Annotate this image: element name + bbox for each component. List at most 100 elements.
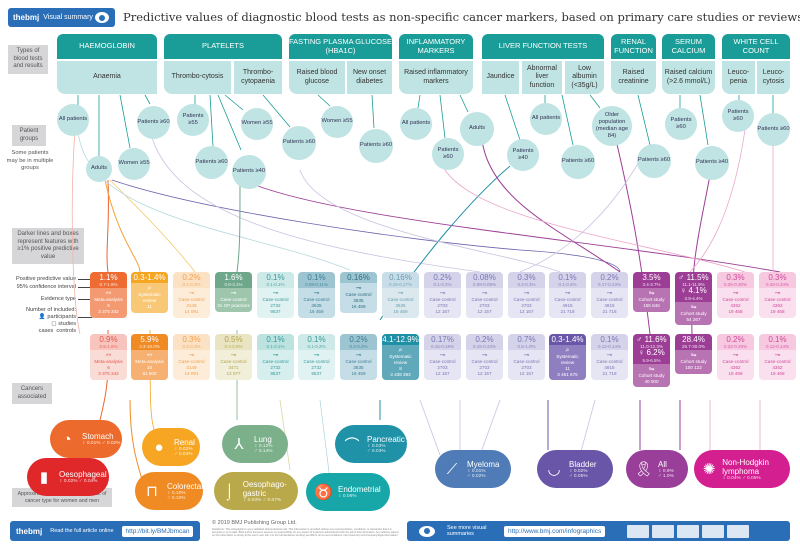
systematic-review-icon: ⌕ <box>147 285 152 293</box>
controls-count: 19 468 <box>770 370 785 376</box>
confidence-interval: 0.17-0.23% <box>597 282 622 288</box>
studies-count: 8 <box>399 365 402 371</box>
controls-count: 16 459 <box>309 308 324 314</box>
confidence-interval: 3.9-4.4% <box>684 295 703 301</box>
studies-count: 6 <box>107 365 110 371</box>
arrow-line <box>217 94 242 151</box>
ppv-value: 3.5% <box>642 273 661 282</box>
cancer-myeloma: ⟋ Myeloma♀ 0.01%♂ 0.02% <box>435 450 511 488</box>
group-older-population: Older population (median age 84) <box>592 106 632 146</box>
ppv-header: 1.6%0.8-3.1% <box>215 272 252 289</box>
result-raised-calcium: Raised calcium (>2.6 mmol/L) <box>662 61 715 94</box>
infographic-thumbnails[interactable] <box>627 524 750 538</box>
ppv-header: 0.3%0.26-0.34% <box>759 272 796 289</box>
result-low-albumin: Low albumin (<35g/L) <box>565 61 604 94</box>
result-raised-inflammatory: Raised inflammatory markers <box>399 61 473 94</box>
controls-count: 12 157 <box>477 370 492 376</box>
flow-line <box>419 399 441 456</box>
ppv-value: 1.1% <box>99 273 118 282</box>
ppv-header: 28.4%26.7-30.0% <box>675 334 712 351</box>
legend-cases-controls: cases controls <box>38 328 76 334</box>
controls-count: 21 718 <box>602 308 617 314</box>
ppv-value: 0.16% <box>389 273 412 282</box>
ribbon-icon: 🎗 <box>634 461 654 478</box>
arrow-line <box>417 94 421 109</box>
group-patients-60: Patients ≥60 <box>432 138 464 170</box>
ppv-header: 0.9%0.5-1.6% <box>90 334 127 351</box>
evidence-type: Case-control <box>554 297 581 303</box>
legend-studies: ▢ studies <box>51 321 76 327</box>
case-control-icon: ⊸ <box>355 352 362 360</box>
group-women-55: Women ≥55 <box>321 106 353 138</box>
confidence-interval: 3.3-10.0% <box>139 344 160 350</box>
cases-count: 3635 <box>311 303 322 309</box>
confidence-interval: 0.5-1.6% <box>99 344 118 350</box>
controls-count: 13 077 <box>226 370 241 376</box>
disclaimer: Disclaimer: This infographic is not a va… <box>212 528 399 538</box>
evidence-type: Case-control <box>429 359 456 365</box>
ppv-value: 0.2% <box>475 335 494 344</box>
controls-count: 14 091 <box>184 308 199 314</box>
ppv-header: ♂ 11.6%11.0-12.3%♀ 6.2%5.9-6.5% <box>633 334 670 364</box>
confidence-interval: 0.16-0.19% <box>430 344 455 350</box>
evidence-type: Systematic review <box>389 354 412 366</box>
participants-count: 100 122 <box>685 365 702 371</box>
ppv-header: 0.2%0.17-0.23% <box>591 272 628 289</box>
group-patients-60: Patients ≥60 <box>137 106 170 139</box>
result-leucopenia: Leuco-penia <box>722 61 755 94</box>
copyright: © 2019 BMJ Publishing Group Ltd. <box>212 520 297 526</box>
cases-count: 3471 <box>228 365 239 371</box>
cohort-study-icon: ⇋ <box>648 365 655 373</box>
legend-line <box>78 279 92 280</box>
cases-count: 2732 <box>311 365 322 371</box>
group-patients-40: Patients ≥40 <box>232 155 266 189</box>
evidence-type: Case-control <box>262 359 289 365</box>
case-control-icon: ⊸ <box>188 290 195 298</box>
ppv-header: 0.1%0.1-0.2% <box>298 334 335 351</box>
evidence-type: Case-control <box>596 359 623 365</box>
evidence-type: Case-control <box>303 297 330 303</box>
infographics-link[interactable]: http://www.bmj.com/infographics <box>504 525 606 537</box>
cases-count: 2703 <box>521 365 532 371</box>
group-women-55: Women ≥55 <box>118 148 150 180</box>
ppv-value: 0.2% <box>726 335 745 344</box>
result-abnormal-liver: Abnormal liver function <box>522 61 562 94</box>
result-new-diabetes: New onset diabetes <box>347 61 392 94</box>
cohort-study-icon: ⇋ <box>690 352 697 360</box>
group-patients-60: Patients ≥60 <box>722 100 754 132</box>
cohort-study-icon: ⇋ <box>690 303 697 311</box>
result-box: ♂ 11.5%11.1-11.9%♀ 4.1%3.9-4.4%⇋Cohort s… <box>675 272 712 326</box>
controls-count: 19 468 <box>728 370 743 376</box>
article-banner: thebmj Read the full article online http… <box>10 521 200 541</box>
article-link[interactable]: http://bit.ly/BMJbmcan <box>121 525 194 537</box>
ppv-header: 0.3-1.4% <box>549 334 586 346</box>
confidence-interval: 0.5-1.0% <box>517 344 536 350</box>
category-white-cell: WHITE CELL COUNT <box>722 34 790 59</box>
evidence-type: Case-control <box>178 297 205 303</box>
oesophagus-icon: ▮ <box>39 469 49 486</box>
group-all-patients: All patients <box>57 104 89 136</box>
evidence-type: Case-control <box>178 359 205 365</box>
ppv-value: 0.3% <box>768 273 787 282</box>
evidence-type: Case-control <box>262 297 289 303</box>
arrow-line <box>119 94 131 149</box>
ppv-header: 5.9%3.3-10.0% <box>131 334 168 351</box>
cases-count: 2703 <box>479 365 490 371</box>
confidence-interval: 11.1-11.9% <box>682 282 705 288</box>
ppv-header: 0.3%0.2-0.3% <box>508 272 545 289</box>
